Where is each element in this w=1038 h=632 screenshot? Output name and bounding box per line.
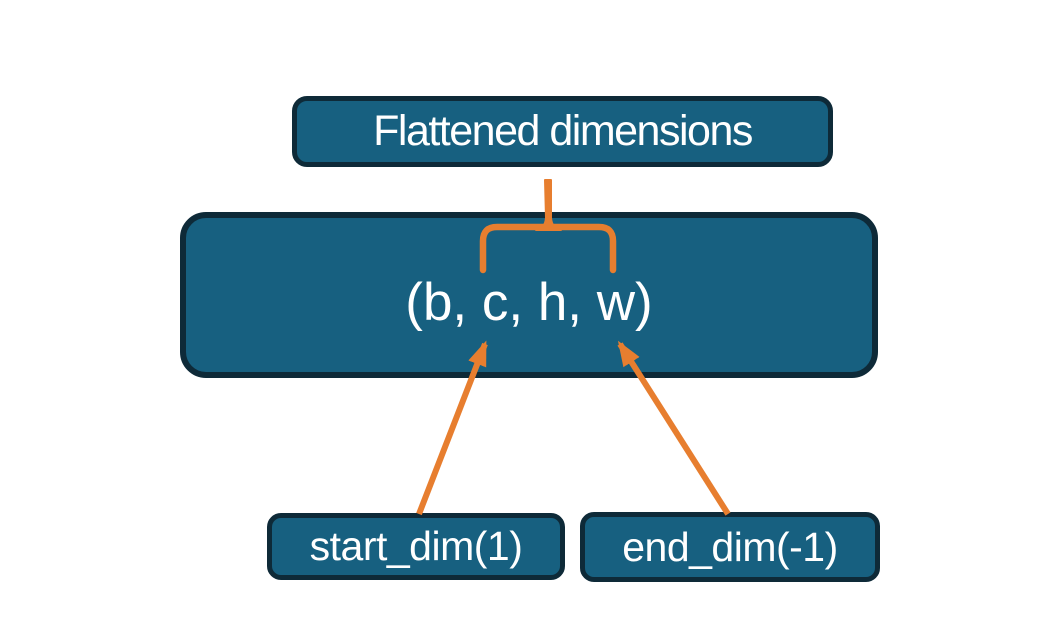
node-tensor-shape-label: (b, c, h, w) <box>405 272 653 332</box>
node-end-dim-label: end_dim(-1) <box>622 523 838 570</box>
node-end-dim: end_dim(-1) <box>580 512 880 582</box>
node-start-dim: start_dim(1) <box>267 513 565 580</box>
node-flattened-dimensions-label: Flattened dimensions <box>373 107 753 155</box>
node-start-dim-label: start_dim(1) <box>309 523 523 569</box>
node-tensor-shape: (b, c, h, w) <box>180 212 878 378</box>
node-flattened-dimensions: Flattened dimensions <box>292 96 833 167</box>
